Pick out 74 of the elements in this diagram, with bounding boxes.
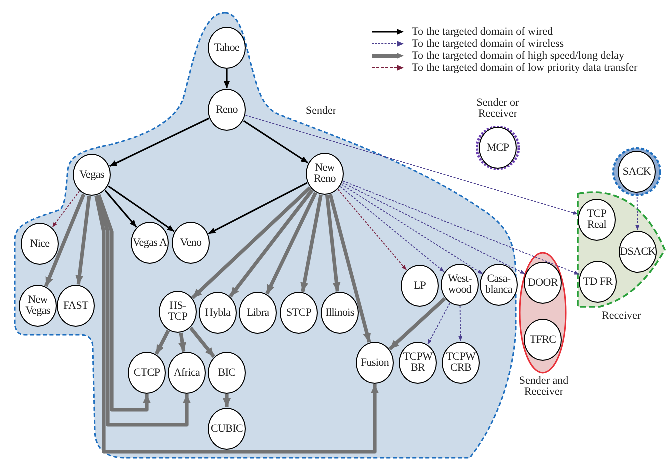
node-label: FAST: [64, 300, 88, 312]
node-label: West- wood: [447, 274, 473, 296]
node-label: DOOR: [528, 278, 558, 288]
node-label: Africa: [174, 368, 200, 378]
node-label: LP: [414, 280, 426, 292]
dotted-arrow: [341, 184, 484, 275]
node-label: New Reno: [312, 163, 338, 185]
legend-label: To the targeted domain of wired: [412, 26, 554, 38]
dotted-arrow: [342, 180, 580, 276]
legend-label: To the targeted domain of wireless: [412, 38, 564, 50]
region-label: Sender and Receiver: [518, 376, 570, 398]
region-label: Sender: [306, 104, 337, 119]
node-label: Nice: [30, 238, 50, 250]
legend-label: To the targeted domain of low priority data transfer: [412, 62, 638, 74]
node-label: Illinois: [326, 308, 354, 318]
thick-arrow: [266, 192, 318, 295]
arrow: [224, 70, 230, 88]
node-label: TCPW BR: [402, 352, 434, 374]
node-label: Casa- blanca: [484, 274, 514, 296]
node-label: MCP: [486, 142, 510, 154]
thick-arrow: [388, 297, 446, 351]
thick-arrow: [192, 186, 312, 300]
region: [574, 190, 668, 322]
thick-arrow: [178, 332, 187, 352]
thick-arrow: [190, 326, 216, 358]
node-label: Vegas: [80, 170, 104, 180]
dotted-arrow: [338, 189, 408, 271]
node-label: CUBIC: [210, 424, 244, 434]
thick-arrow: [44, 194, 86, 288]
dotted-arrow: [636, 193, 640, 231]
node-label: Libra: [246, 308, 270, 318]
ellipse-node: [479, 127, 517, 169]
arrow: [108, 186, 175, 232]
node-label: TCP Real: [586, 209, 608, 231]
thick-arrow: [76, 196, 92, 285]
thick-arrow: [326, 195, 341, 292]
thick-arrow: [328, 194, 372, 343]
node-label: STCP: [286, 308, 312, 318]
node-label: TD FR: [583, 276, 613, 288]
node-label: CTCP: [134, 368, 160, 378]
dotted-arrow: [340, 186, 445, 273]
thick-arrow: [94, 196, 379, 454]
thick-arrow: [300, 194, 323, 292]
region-label: Sender or Receiver: [476, 98, 520, 120]
dotted-arrow: [428, 303, 450, 345]
thick-arrow: [96, 195, 191, 427]
thick-arrow: [97, 194, 151, 412]
node-label: Hybla: [205, 308, 231, 318]
node-label: BIC: [218, 368, 236, 378]
arrow: [208, 182, 308, 235]
node-label: Fusion: [360, 358, 390, 368]
ring-region: [612, 147, 662, 197]
dotted-arrow: [342, 182, 526, 275]
node-label: Veno: [180, 238, 202, 248]
arrow: [243, 120, 309, 164]
thick-arrow: [229, 189, 314, 298]
node-label: DSACK: [620, 246, 656, 258]
node-label: HS- TCP: [167, 301, 189, 323]
arrow: [110, 118, 210, 168]
node-label: Tahoe: [214, 42, 240, 54]
dotted-arrow: [458, 306, 463, 342]
node-label: TFRC: [530, 334, 556, 346]
region-label: Receiver: [602, 309, 642, 324]
dotted-arrow: [245, 115, 579, 215]
node-label: Vegas A: [132, 238, 168, 248]
node-label: New Vegas: [24, 295, 52, 317]
thick-arrow: [154, 330, 170, 356]
node-label: SACK: [622, 166, 652, 178]
arrow: [104, 190, 138, 228]
legend-label: To the targeted domain of high speed/long delay: [412, 50, 625, 62]
dotted-arrow: [52, 191, 80, 228]
thick-arrow: [223, 394, 231, 408]
node-label: TCPW CRB: [445, 352, 477, 374]
node-label: Reno: [216, 104, 238, 116]
